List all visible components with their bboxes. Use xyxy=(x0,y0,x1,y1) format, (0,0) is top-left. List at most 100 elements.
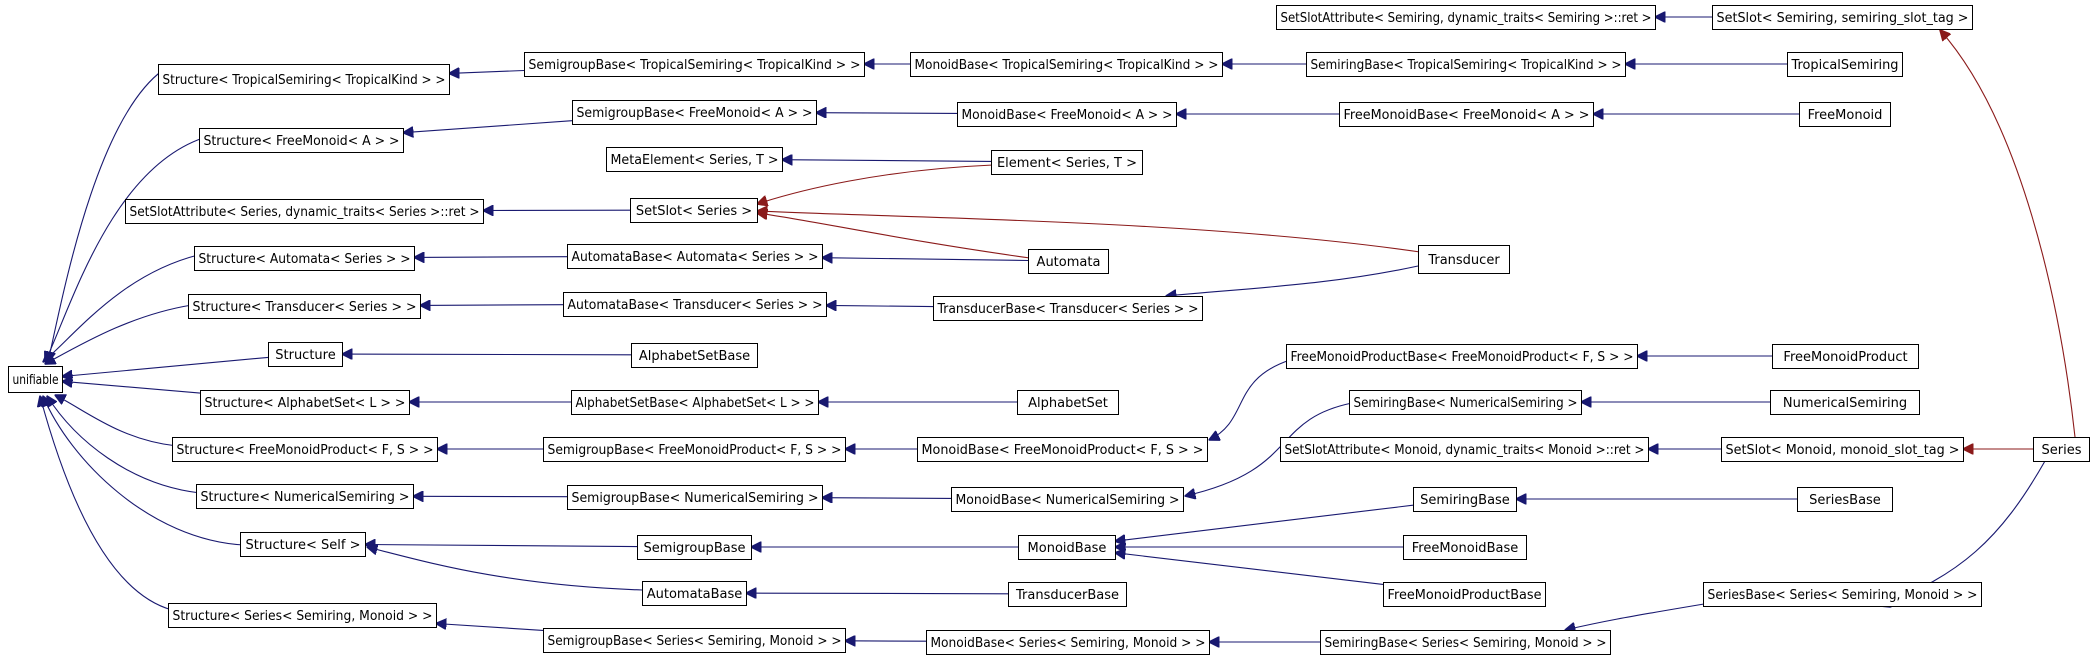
class-node-n43[interactable]: FreeMonoidBase xyxy=(1403,535,1527,560)
class-node-n28[interactable]: Automata xyxy=(1028,249,1109,274)
class-node-n45[interactable]: SemiringBase< Series< Semiring, Monoid >… xyxy=(1320,630,1611,655)
class-node-n53[interactable]: SeriesBase xyxy=(1797,487,1893,512)
class-node-n12[interactable]: SemigroupBase< TropicalSemiring< Tropica… xyxy=(524,52,865,77)
class-node-n39[interactable]: FreeMonoidProductBase< FreeMonoidProduct… xyxy=(1286,344,1638,369)
class-node-n21[interactable]: SemigroupBase< NumericalSemiring > xyxy=(567,485,823,510)
class-node-n32[interactable]: MonoidBase< NumericalSemiring > xyxy=(951,487,1184,512)
class-box xyxy=(188,294,421,319)
inheritance-edge-n32-n21 xyxy=(822,498,952,499)
edge-line xyxy=(45,304,193,364)
class-node-n1[interactable]: Structure< TropicalSemiring< TropicalKin… xyxy=(158,64,450,95)
class-node-n29[interactable]: TransducerBase< Transducer< Series > > xyxy=(933,296,1203,321)
class-box xyxy=(957,102,1177,127)
class-label: FreeMonoidBase< FreeMonoid< A > > xyxy=(1344,108,1590,123)
inheritance-edge-n42-n33 xyxy=(1115,504,1414,541)
class-node-n24[interactable]: SemigroupBase< Series< Semiring, Monoid … xyxy=(543,628,846,653)
class-node-n17[interactable]: AutomataBase< Transducer< Series > > xyxy=(563,292,827,317)
class-box xyxy=(543,628,846,653)
class-node-n7[interactable]: Structure< AlphabetSet< L > > xyxy=(200,390,410,415)
class-node-n0[interactable]: unifiable xyxy=(8,366,63,393)
class-node-n19[interactable]: AlphabetSetBase< AlphabetSet< L > > xyxy=(571,390,819,415)
class-node-n15[interactable]: SetSlot< Series > xyxy=(630,198,758,223)
class-node-n42[interactable]: SemiringBase xyxy=(1413,487,1517,512)
class-label: AutomataBase xyxy=(647,587,743,602)
class-node-n4[interactable]: Structure< Automata< Series > > xyxy=(194,246,415,271)
class-label: SemiringBase< NumericalSemiring > xyxy=(1354,396,1578,411)
class-node-n38[interactable]: FreeMonoidBase< FreeMonoid< A > > xyxy=(1339,102,1594,127)
class-node-n33[interactable]: MonoidBase xyxy=(1018,535,1116,560)
class-box xyxy=(1418,245,1510,274)
class-node-n9[interactable]: Structure< NumericalSemiring > xyxy=(196,484,414,509)
class-node-n13[interactable]: SemigroupBase< FreeMonoid< A > > xyxy=(572,100,817,125)
class-node-n48[interactable]: FreeMonoid xyxy=(1799,102,1891,127)
class-node-n50[interactable]: FreeMonoidProduct xyxy=(1772,344,1919,369)
class-node-n34[interactable]: TransducerBase xyxy=(1008,582,1127,607)
class-node-n51[interactable]: NumericalSemiring xyxy=(1770,390,1920,415)
class-label: SemiringBase< TropicalSemiring< Tropical… xyxy=(1311,58,1622,73)
class-node-n35[interactable]: MonoidBase< Series< Semiring, Monoid > > xyxy=(926,630,1210,655)
class-box xyxy=(571,390,819,415)
class-label: TropicalSemiring xyxy=(1791,58,1899,73)
inheritance-edge-n13-n2 xyxy=(403,120,573,133)
class-label: Structure< TropicalSemiring< TropicalKin… xyxy=(163,73,446,88)
class-node-n40[interactable]: SemiringBase< NumericalSemiring > xyxy=(1349,390,1582,415)
class-box xyxy=(567,244,823,269)
class-node-n52[interactable]: SetSlot< Monoid, monoid_slot_tag > xyxy=(1721,437,1964,462)
edge-line xyxy=(1209,359,1291,440)
class-node-n41[interactable]: SetSlotAttribute< Monoid, dynamic_traits… xyxy=(1280,437,1649,462)
edge-line xyxy=(1940,30,2076,438)
edge-line xyxy=(45,137,204,362)
class-node-n26[interactable]: MonoidBase< FreeMonoid< A > > xyxy=(957,102,1177,127)
class-box xyxy=(199,128,404,153)
class-node-n5[interactable]: Structure< Transducer< Series > > xyxy=(188,294,421,319)
class-node-n55[interactable]: Series xyxy=(2033,437,2090,462)
class-node-n14[interactable]: MetaElement< Series, T > xyxy=(606,147,783,172)
inheritance-edge-n2-n0 xyxy=(45,137,204,362)
class-node-n23[interactable]: AutomataBase xyxy=(642,581,747,606)
class-label: Structure< Transducer< Series > > xyxy=(193,300,417,315)
class-node-n16[interactable]: AutomataBase< Automata< Series > > xyxy=(567,244,823,269)
class-node-n46[interactable]: SetSlot< Semiring, semiring_slot_tag > xyxy=(1712,5,1973,30)
class-label: NumericalSemiring xyxy=(1783,396,1907,411)
edge-line xyxy=(757,211,1421,253)
class-node-n36[interactable]: SetSlotAttribute< Semiring, dynamic_trai… xyxy=(1276,5,1656,30)
inheritance-edge-n5-n0 xyxy=(45,304,193,364)
class-label: MonoidBase xyxy=(1028,541,1107,556)
class-label: MetaElement< Series, T > xyxy=(611,153,779,168)
class-node-n11[interactable]: Structure< Series< Semiring, Monoid > > xyxy=(168,603,437,628)
inheritance-edge-n10-n0 xyxy=(43,396,245,546)
class-label: MonoidBase< Series< Semiring, Monoid > > xyxy=(931,636,1206,651)
class-node-n22[interactable]: SemigroupBase xyxy=(637,535,752,560)
class-box xyxy=(567,485,823,510)
class-label: Series xyxy=(2042,443,2082,458)
class-box xyxy=(524,52,865,77)
class-box xyxy=(630,198,758,223)
inheritance-edge-n6-n0 xyxy=(62,356,269,376)
class-node-n54[interactable]: SeriesBase< Series< Semiring, Monoid > > xyxy=(1703,582,1982,607)
class-box xyxy=(200,390,410,415)
class-box xyxy=(1413,487,1517,512)
class-node-n49[interactable]: Transducer xyxy=(1418,245,1510,274)
class-node-n47[interactable]: TropicalSemiring xyxy=(1787,52,1903,77)
class-node-n6[interactable]: Structure xyxy=(268,342,343,367)
class-label: Structure< AlphabetSet< L > > xyxy=(205,396,406,411)
edge-line xyxy=(757,213,1031,259)
class-node-n18[interactable]: AlphabetSetBase xyxy=(631,343,758,368)
class-node-n25[interactable]: MonoidBase< TropicalSemiring< TropicalKi… xyxy=(910,52,1223,77)
class-node-n2[interactable]: Structure< FreeMonoid< A > > xyxy=(199,128,404,153)
class-label: SetSlotAttribute< Semiring, dynamic_trai… xyxy=(1281,11,1652,26)
class-node-n8[interactable]: Structure< FreeMonoidProduct< F, S > > xyxy=(172,437,438,462)
class-label: TransducerBase< Transducer< Series > > xyxy=(937,302,1199,317)
class-node-n31[interactable]: MonoidBase< FreeMonoidProduct< F, S > > xyxy=(917,437,1208,462)
class-node-n3[interactable]: SetSlotAttribute< Series, dynamic_traits… xyxy=(125,199,484,224)
inheritance-edge-n1-n0 xyxy=(48,69,164,362)
class-node-n20[interactable]: SemigroupBase< FreeMonoidProduct< F, S >… xyxy=(543,437,846,462)
edges-layer xyxy=(40,17,2076,642)
class-node-n30[interactable]: AlphabetSet xyxy=(1017,390,1119,415)
class-node-n37[interactable]: SemiringBase< TropicalSemiring< Tropical… xyxy=(1306,52,1626,77)
class-node-n10[interactable]: Structure< Self > xyxy=(240,532,366,557)
class-node-n27[interactable]: Element< Series, T > xyxy=(991,150,1143,175)
class-label: SemigroupBase xyxy=(644,541,746,556)
usage-edge-n55-n46 xyxy=(1940,30,2076,438)
class-node-n44[interactable]: FreeMonoidProductBase xyxy=(1383,582,1546,607)
